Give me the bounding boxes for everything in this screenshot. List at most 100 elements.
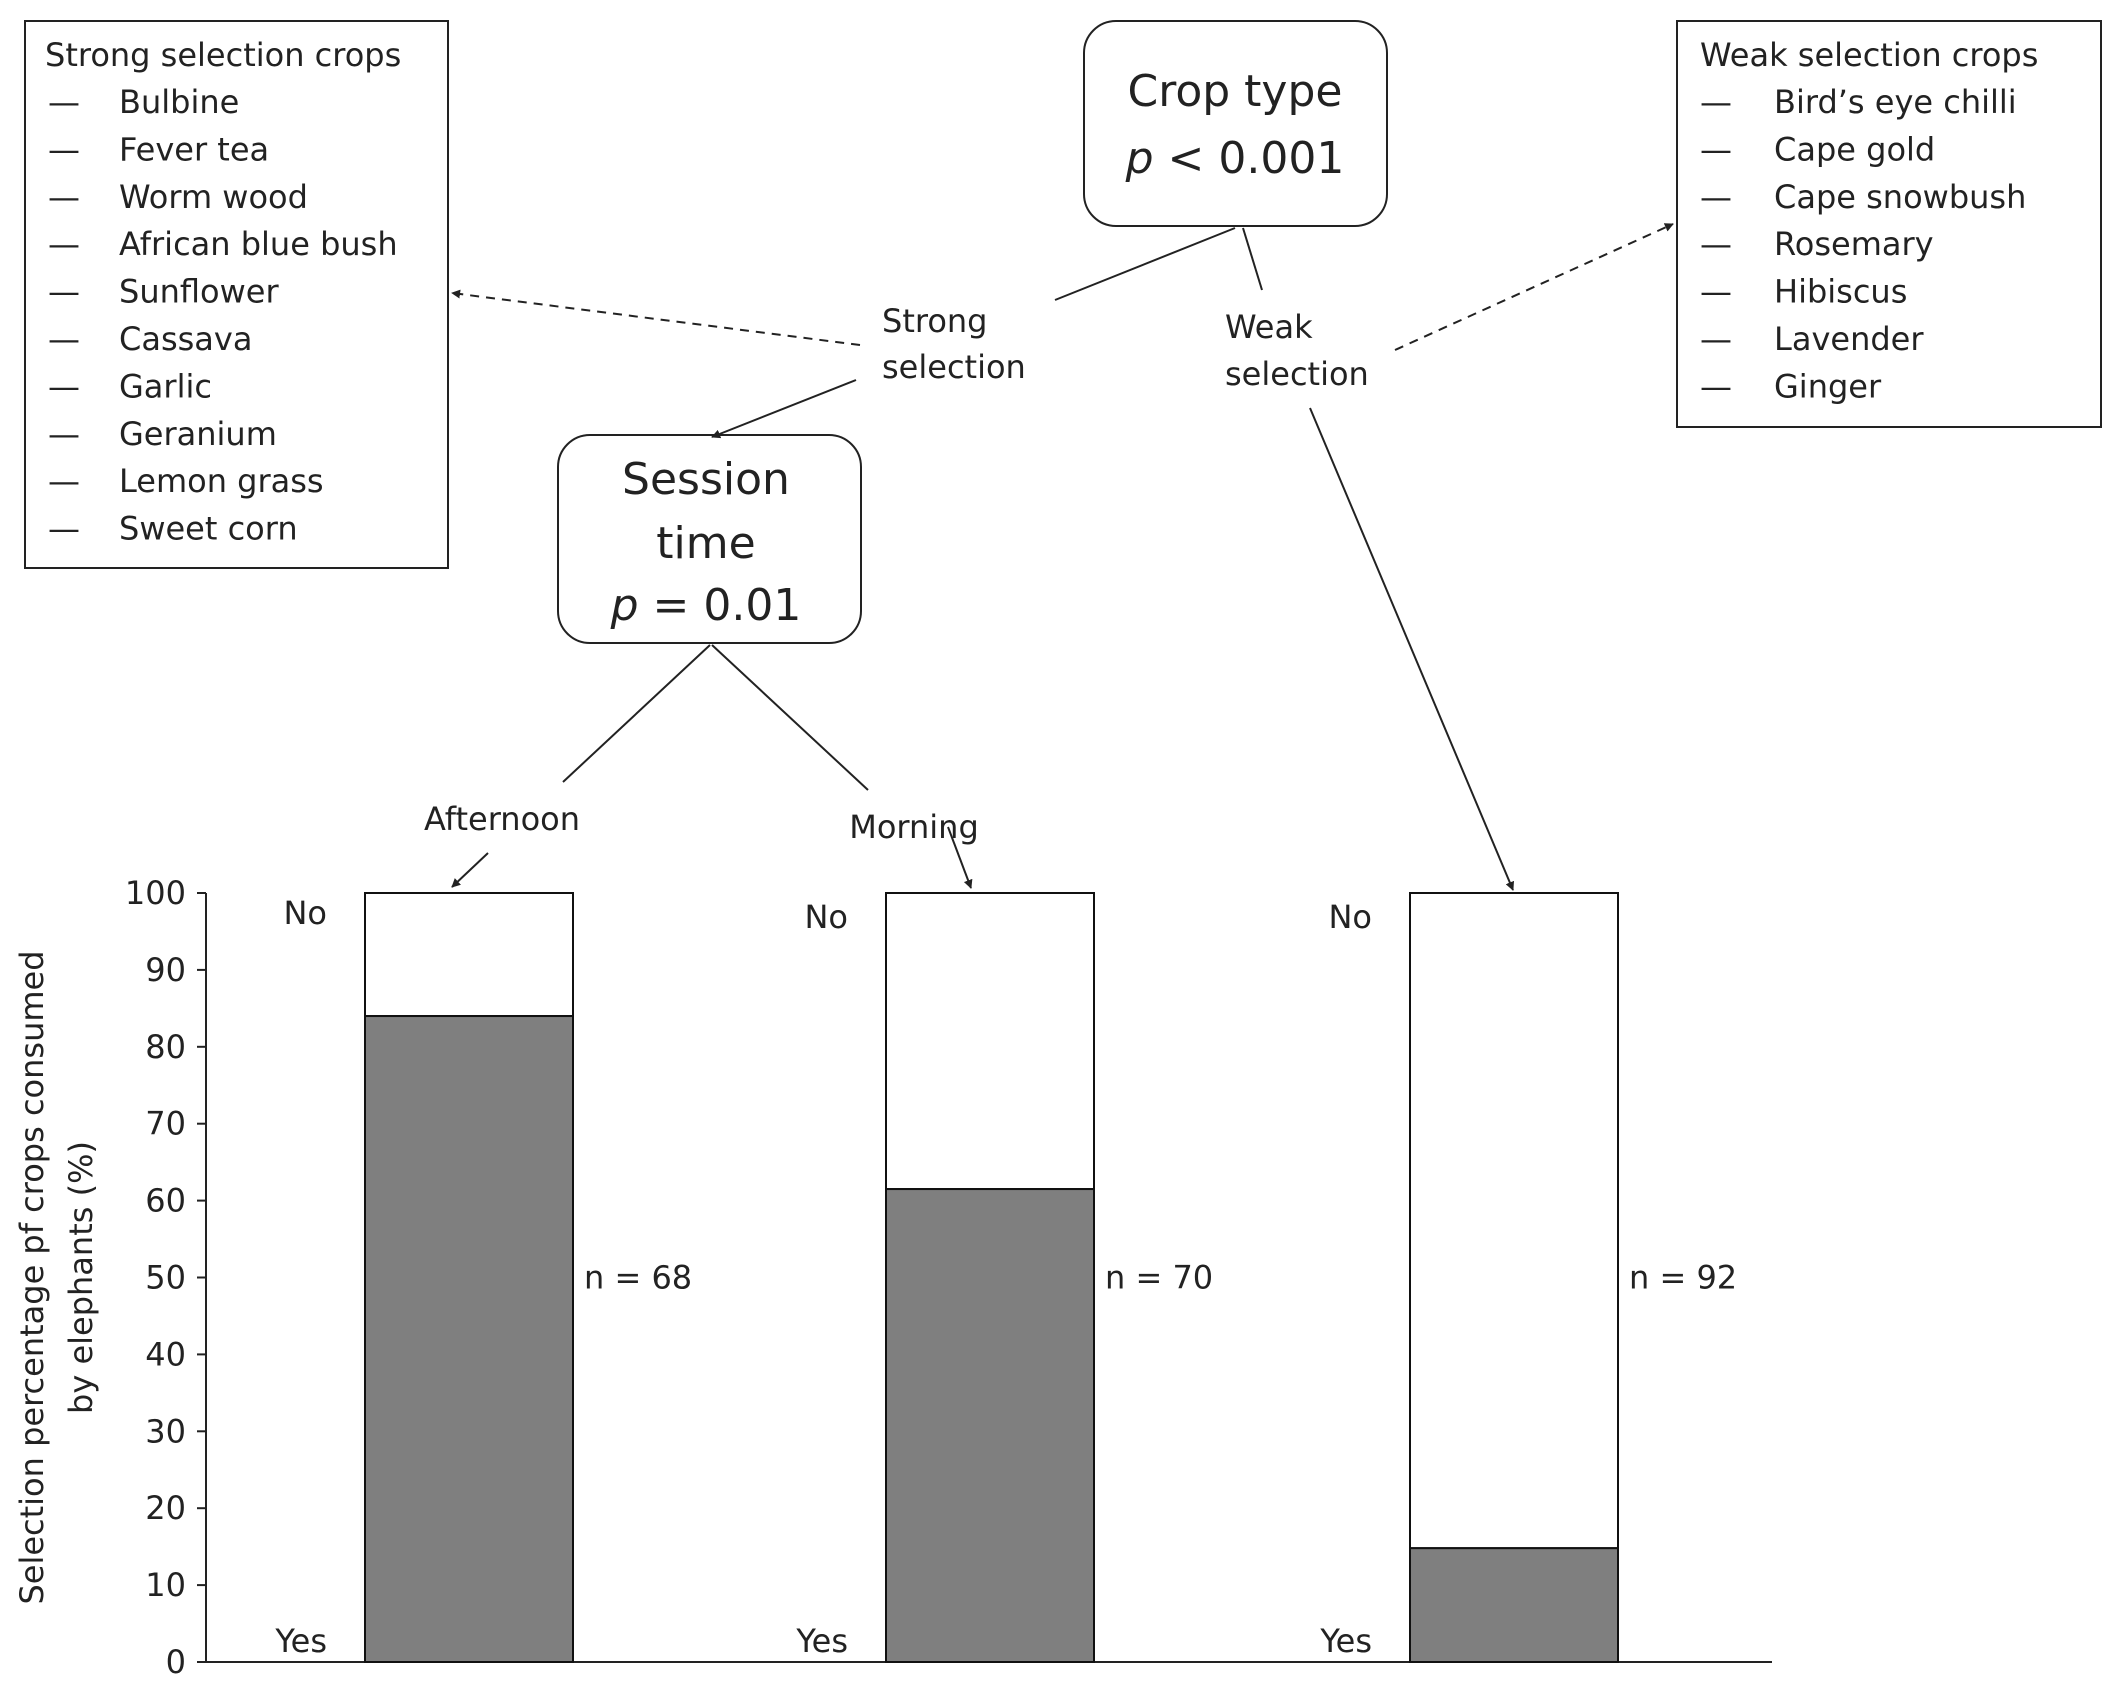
strong-legend-dash: — — [48, 83, 80, 121]
session-time-p-symbol: p — [610, 580, 639, 631]
strong-legend-item: Geranium — [119, 415, 277, 453]
session-time-node: Session time p = 0.01 — [557, 434, 862, 644]
morning-arrow — [947, 826, 973, 889]
strong-legend-item: Bulbine — [119, 83, 239, 121]
weak-legend-item: Ginger — [1774, 367, 1882, 405]
weak-legend-dash: — — [1700, 225, 1732, 263]
y-tick-label: 0 — [166, 1643, 186, 1681]
strong-selection-label-line1: Strong — [882, 302, 987, 340]
weak-legend-dash: — — [1700, 83, 1732, 121]
session-time-p-rest: = 0.01 — [639, 580, 802, 631]
crop-type-p-value: p < 0.001 — [1125, 133, 1345, 184]
session-time-p-value: p = 0.01 — [610, 580, 802, 631]
weak-legend-item: Lavender — [1774, 320, 1924, 358]
strong-legend-item: Garlic — [119, 367, 212, 405]
weak-selection-legend: Weak selection crops —Bird’s eye chilli—… — [1676, 20, 2102, 428]
bar-segment-yes — [1409, 1547, 1619, 1663]
yes-label: Yes — [274, 1622, 327, 1660]
session-to-afternoon-line — [562, 644, 711, 783]
strong-legend-box — [24, 20, 449, 569]
crop-to-strong-line — [1054, 227, 1236, 301]
bar-segment-yes — [364, 1015, 574, 1663]
afternoon-arrow — [451, 852, 489, 888]
strong-legend-item: African blue bush — [119, 225, 398, 263]
yes-label: Yes — [1319, 1622, 1372, 1660]
weak-legend-dash: — — [1700, 367, 1732, 405]
y-tick-label: 20 — [145, 1489, 186, 1527]
strong-legend-item: Sweet corn — [119, 510, 298, 548]
strong-legend-item: Worm wood — [119, 178, 308, 216]
weak-legend-dash: — — [1700, 320, 1732, 358]
strong-legend-dash: — — [48, 367, 80, 405]
bar-segment-no — [885, 892, 1095, 1191]
n-label: n = 92 — [1629, 1259, 1737, 1297]
crop-type-node: Crop type p < 0.001 — [1083, 20, 1388, 227]
strong-legend-item: Lemon grass — [119, 462, 324, 500]
tree-connectors — [451, 223, 1674, 891]
weak-selection-label-line2: selection — [1225, 355, 1369, 393]
bar-segment-no — [1409, 892, 1619, 1550]
strong-legend-dash: — — [48, 130, 80, 168]
strong-legend-item: Fever tea — [119, 130, 269, 168]
no-label: No — [804, 898, 848, 936]
strong-selection-legend: Strong selection crops — Bulbine — Fever te… — [24, 20, 449, 569]
morning-label: Morning — [849, 808, 979, 846]
session-time-title-line1: Session — [622, 454, 790, 505]
strong-legend-dash: — — [48, 462, 80, 500]
strong-legend-dash: — — [48, 415, 80, 453]
crop-type-title: Crop type — [1128, 66, 1343, 117]
y-axis-label-line1: Selection percentage pf crops consumed — [13, 950, 51, 1604]
weak-legend-dash: — — [1700, 273, 1732, 311]
session-time-title-line2: time — [656, 518, 755, 569]
weak-legend-item: Bird’s eye chilli — [1774, 83, 2017, 121]
y-axis-label-line2: by elephants (%) — [62, 1141, 100, 1414]
strong-legend-dash: — — [48, 510, 80, 548]
yes-label: Yes — [795, 1622, 848, 1660]
weak-legend-box — [1676, 20, 2102, 428]
strong-legend-item: Sunflower — [119, 273, 279, 311]
afternoon-label: Afternoon — [424, 800, 580, 838]
y-tick-label: 40 — [145, 1335, 186, 1373]
weak-to-legend-dashed-arrow — [1394, 223, 1674, 351]
crop-type-p-rest: < 0.001 — [1154, 133, 1345, 184]
session-time-box — [557, 434, 862, 644]
strong-to-legend-dashed-arrow — [451, 289, 861, 346]
y-tick-label: 50 — [145, 1259, 186, 1297]
strong-to-session-arrow — [711, 379, 857, 439]
y-tick-label: 30 — [145, 1412, 186, 1450]
weak-legend-item: Hibiscus — [1774, 273, 1907, 311]
strong-legend-dash: — — [48, 320, 80, 358]
strong-legend-dash: — — [48, 178, 80, 216]
bar-segment-yes — [885, 1188, 1095, 1663]
weak-legend-title: Weak selection crops — [1700, 36, 2038, 74]
strong-legend-dash: — — [48, 273, 80, 311]
weak-legend-dash: — — [1700, 130, 1732, 168]
n-label: n = 68 — [584, 1259, 692, 1297]
weak-legend-item: Cape gold — [1774, 130, 1935, 168]
weak-legend-item: Rosemary — [1774, 225, 1934, 263]
crop-type-p-symbol: p — [1125, 133, 1154, 184]
bar-segment-no — [364, 892, 574, 1018]
no-label: No — [283, 894, 327, 932]
crop-to-weak-line — [1242, 227, 1263, 291]
y-tick-label: 70 — [145, 1105, 186, 1143]
strong-legend-dash: — — [48, 225, 80, 263]
y-tick-label: 90 — [145, 951, 186, 989]
no-label: No — [1328, 898, 1372, 936]
weak-legend-dash: — — [1700, 178, 1732, 216]
y-tick-label: 80 — [145, 1028, 186, 1066]
strong-legend-title: Strong selection crops — [45, 36, 401, 74]
y-tick-label: 10 — [145, 1566, 186, 1604]
y-tick-label: 100 — [125, 874, 186, 912]
weak-legend-item: Cape snowbush — [1774, 178, 2026, 216]
weak-selection-label-line1: Weak — [1225, 308, 1313, 346]
y-tick-label: 60 — [145, 1182, 186, 1220]
session-to-morning-line — [711, 644, 869, 791]
n-label: n = 70 — [1105, 1259, 1213, 1297]
weak-legend-items: — Bird’s eye chilli — Cape gold — Cape snowbu… — [1700, 83, 2026, 405]
strong-legend-item: Cassava — [119, 320, 252, 358]
strong-legend-items: — Bulbine — Fever tea — Worm wood — African blu… — [48, 83, 398, 548]
